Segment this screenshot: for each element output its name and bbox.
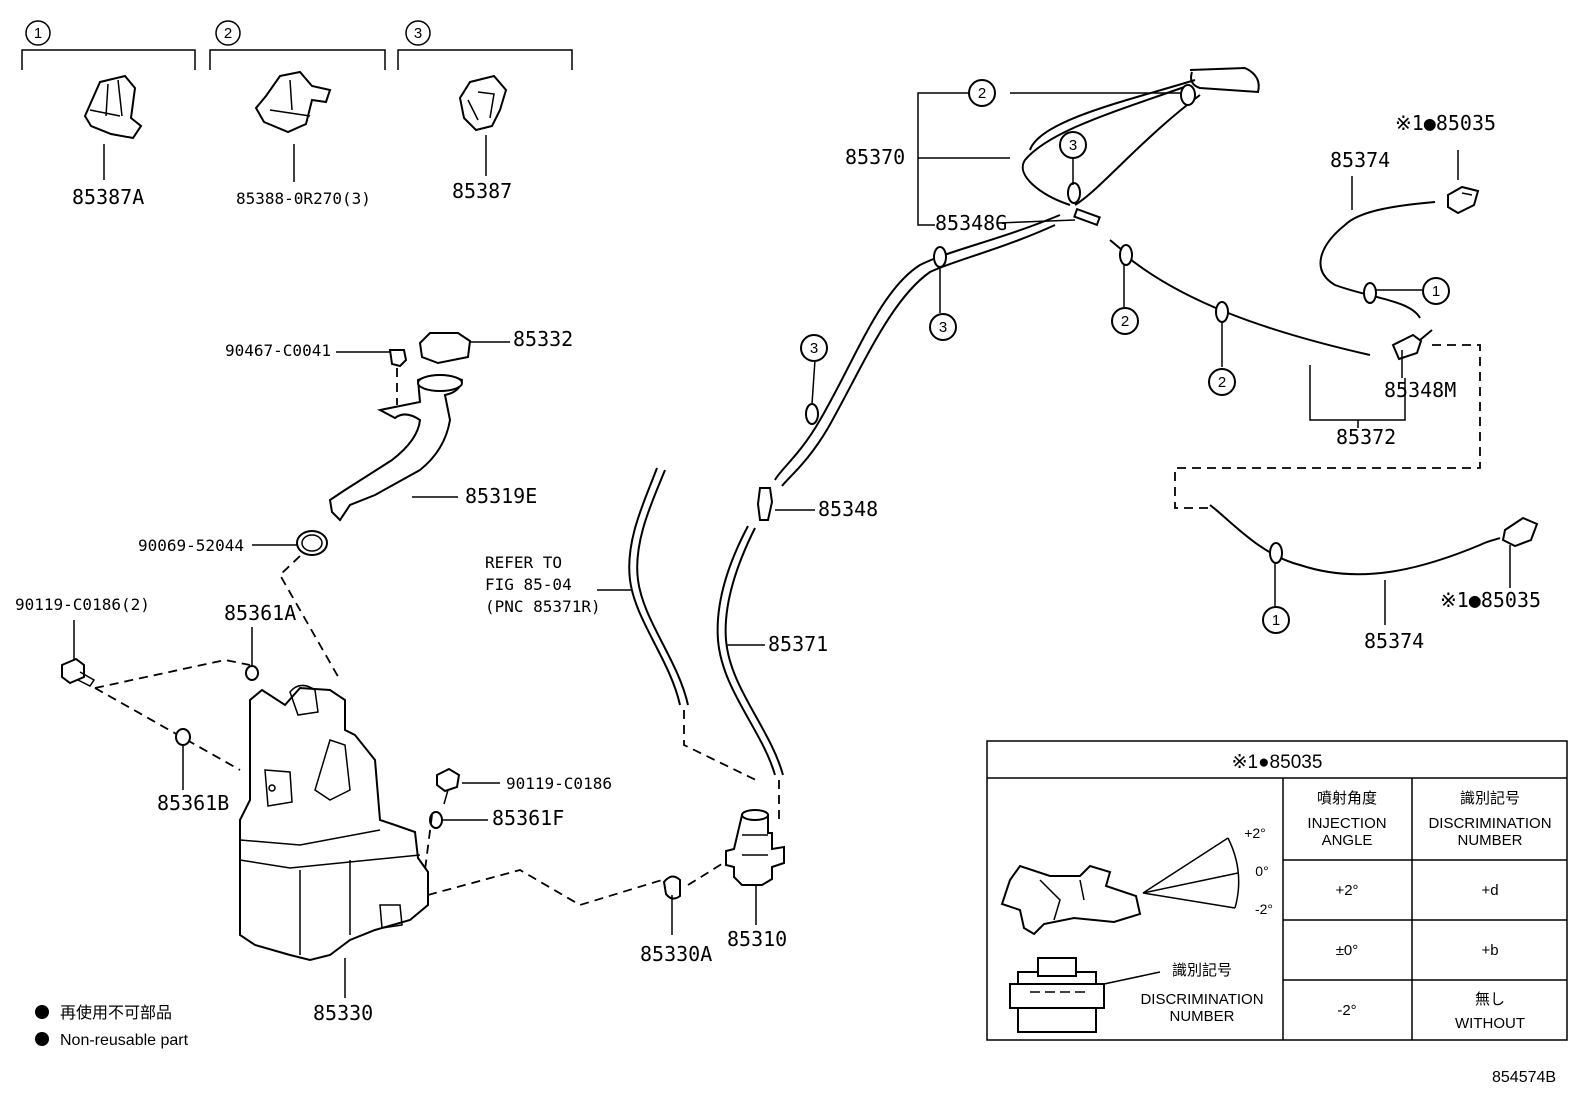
table-col1-en-2: ANGLE [1322, 832, 1373, 849]
callout-1-bottom: 1 [1272, 612, 1280, 629]
table-row1-mark: +d [1481, 882, 1498, 899]
clip-reference-1: 1 85387A [21, 20, 196, 209]
refer-text-line2: FIG 85-04 [485, 575, 572, 594]
hose-assembly-upper: 2 3 3 2 2 3 85370 85348G [774, 66, 1371, 487]
legend-jp: 再使用不可部品 [60, 1004, 172, 1022]
part-label-85361A: 85361A [224, 601, 296, 625]
part-label-85310: 85310 [727, 927, 787, 951]
callout-2-mid: 2 [1121, 313, 1129, 330]
disc-label-en-2: NUMBER [1169, 1008, 1234, 1025]
table-row3-angle: -2° [1337, 1002, 1356, 1019]
legend: 再使用不可部品 Non-reusable part [35, 1004, 189, 1049]
callout-2-low: 2 [1218, 374, 1226, 391]
refer-text-line3: (PNC 85371R) [485, 597, 601, 616]
disc-label-jp: 識別記号 [1172, 962, 1232, 979]
disc-label-en-1: DISCRIMINATION [1140, 991, 1263, 1008]
part-label-85374-top: 85374 [1330, 148, 1390, 172]
part-label-85372: 85372 [1336, 425, 1396, 449]
table-title: ※1●85035 [1232, 752, 1323, 773]
clip-reference-3: 3 85387 [397, 20, 573, 203]
part-label-85330A: 85330A [640, 942, 712, 966]
nozzle-spray-sketch: +2° 0° -2° [1000, 825, 1273, 936]
table-col2-en-1: DISCRIMINATION [1428, 815, 1551, 832]
filler-neck-assembly: 90467-C0041 85332 85319E 90069-52044 [138, 327, 573, 681]
part-label-85388: 85388-0R270(3) [236, 189, 371, 208]
clip-ref-number-3: 3 [414, 25, 422, 42]
callout-3-top: 3 [1069, 137, 1077, 154]
table-row1-angle: +2° [1335, 882, 1358, 899]
part-label-90069: 90069-52044 [138, 536, 244, 555]
part-label-85371: 85371 [768, 632, 828, 656]
part-label-85035-bottom: ※1●85035 [1440, 588, 1541, 612]
part-label-85035-top: ※1●85035 [1395, 111, 1496, 135]
refer-text-line1: REFER TO [485, 553, 562, 572]
table-col2-en-2: NUMBER [1457, 832, 1522, 849]
part-label-90467: 90467-C0041 [225, 341, 331, 360]
part-label-85374-bottom: 85374 [1364, 629, 1424, 653]
table-row2-mark: +b [1481, 942, 1498, 959]
nozzle-angle-table: ※1●85035 噴射角度 INJECTION ANGLE 識別記号 DISCR… [986, 740, 1568, 1041]
part-label-85332: 85332 [513, 327, 573, 351]
angle-mark-0: 0° [1255, 863, 1268, 879]
part-label-85361F: 85361F [492, 806, 564, 830]
bolt-right [436, 767, 461, 805]
table-col2-jp: 識別記号 [1460, 790, 1520, 807]
pump-assembly: REFER TO FIG 85-04 (PNC 85371R) 85348 85… [427, 467, 878, 966]
callout-3-left: 3 [810, 340, 818, 357]
part-label-85387: 85387 [452, 179, 512, 203]
clip-ref-number-1: 1 [34, 25, 42, 42]
table-col1-en-1: INJECTION [1307, 815, 1386, 832]
hose-assembly-right: 1 1 ※1●85035 85374 85348M 85372 ※1●85035… [1174, 111, 1541, 653]
part-label-85370: 85370 [845, 145, 905, 169]
bolt-left [61, 657, 96, 687]
discrimination-sketch: 識別記号 DISCRIMINATION NUMBER [1009, 957, 1264, 1033]
part-label-90119: 90119-C0186 [506, 774, 612, 793]
part-label-85330: 85330 [313, 1001, 373, 1025]
part-label-85387A: 85387A [72, 185, 144, 209]
table-col1-jp: 噴射角度 [1317, 790, 1377, 807]
table-row3-mark-jp: 無し [1475, 991, 1505, 1008]
part-label-85348G: 85348G [935, 211, 1007, 235]
callout-1-top: 1 [1432, 283, 1440, 300]
part-label-85361B: 85361B [157, 791, 229, 815]
angle-mark-minus2: -2° [1255, 901, 1273, 917]
part-label-85319E: 85319E [465, 484, 537, 508]
part-label-85348: 85348 [818, 497, 878, 521]
part-label-85348M: 85348M [1384, 378, 1456, 402]
callout-3-mid: 3 [939, 319, 947, 336]
table-row3-mark-en: WITHOUT [1455, 1015, 1525, 1032]
legend-en: Non-reusable part [60, 1032, 189, 1049]
angle-mark-plus2: +2° [1244, 825, 1266, 841]
washer-tank: 90119-C0186(2) 85361A 85361B 90119-C0186… [15, 595, 612, 1025]
clip-ref-number-2: 2 [224, 25, 232, 42]
figure-id: 854574B [1492, 1069, 1556, 1086]
callout-2-top: 2 [978, 85, 986, 102]
part-label-90119-2: 90119-C0186(2) [15, 595, 150, 614]
table-row2-angle: ±0° [1336, 942, 1359, 959]
clip-reference-2: 2 85388-0R270(3) [209, 20, 386, 208]
